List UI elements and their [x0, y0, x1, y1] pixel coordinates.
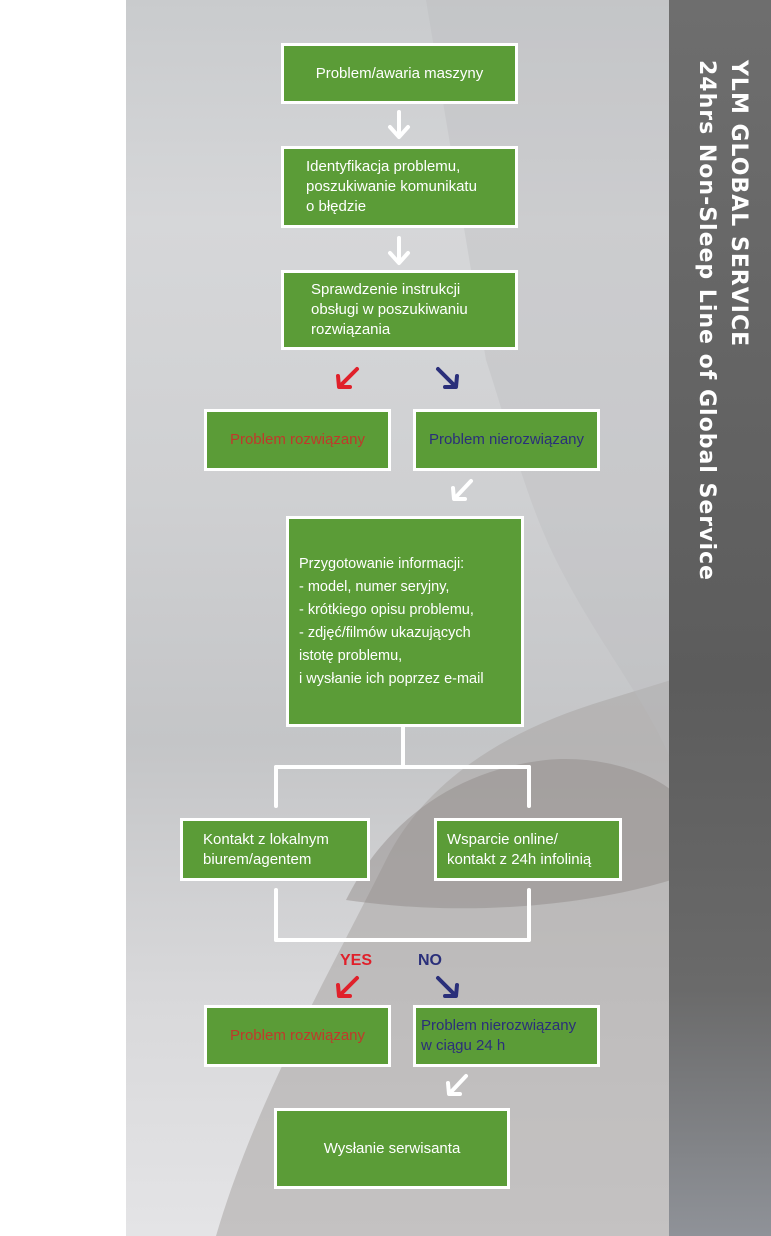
- step-prepare-info: Przygotowanie informacji: - model, numer…: [286, 516, 524, 727]
- outcome-solved-1: Problem rozwiązany: [204, 409, 391, 471]
- blue-arrow-icon: [436, 976, 459, 998]
- step-check-manual: Sprawdzenie instrukcji obsługi w poszuki…: [281, 270, 518, 350]
- step-label: Wysłanie serwisanta: [323, 1139, 461, 1157]
- step-send-technician: Wysłanie serwisanta: [274, 1108, 510, 1189]
- arrow-down-icon: [388, 236, 410, 265]
- red-arrow-icon: [336, 367, 359, 389]
- no-label: NO: [418, 952, 442, 969]
- step-label: Problem rozwiązany: [229, 431, 366, 448]
- step-machine-failure: Problem/awaria maszyny: [281, 43, 518, 104]
- step-label: Sprawdzenie instrukcji obsługi w poszuki…: [311, 281, 468, 338]
- step-online-support: Wsparcie online/ kontakt z 24h infolinią: [434, 818, 622, 881]
- blue-arrow-icon: [436, 367, 459, 389]
- outcome-unsolved-1: Problem nierozwiązany: [413, 409, 600, 471]
- branch-connector: [274, 725, 531, 808]
- arrow-down-icon: [388, 110, 410, 139]
- step-local-office: Kontakt z lokalnym biurem/agentem: [180, 818, 370, 881]
- arrow-diagonal-icon: [451, 479, 473, 501]
- red-arrow-icon: [336, 976, 359, 998]
- step-label: Problem rozwiązany: [229, 1027, 366, 1044]
- step-identify-problem: Identyfikacja problemu, poszukiwanie kom…: [281, 146, 518, 228]
- arrow-diagonal-icon: [446, 1074, 468, 1096]
- sidebar-band: [669, 0, 771, 1236]
- outcome-solved-2: Problem rozwiązany: [204, 1005, 391, 1067]
- step-label: Problem nierozwiązany: [428, 431, 585, 448]
- merge-connector: [274, 888, 531, 942]
- yes-label: YES: [340, 952, 373, 969]
- outcome-unsolved-2: Problem nierozwiązany w ciągu 24 h: [413, 1005, 600, 1067]
- step-label: Identyfikacja problemu, poszukiwanie kom…: [306, 158, 477, 215]
- step-label: Problem/awaria maszyny: [315, 64, 484, 82]
- step-label: Kontakt z lokalnym biurem/agentem: [203, 830, 329, 868]
- step-label: Wsparcie online/ kontakt z 24h infolinią: [447, 830, 592, 868]
- step-label: Przygotowanie informacji: - model, numer…: [299, 555, 484, 687]
- step-label: Problem nierozwiązany w ciągu 24 h: [421, 1017, 577, 1054]
